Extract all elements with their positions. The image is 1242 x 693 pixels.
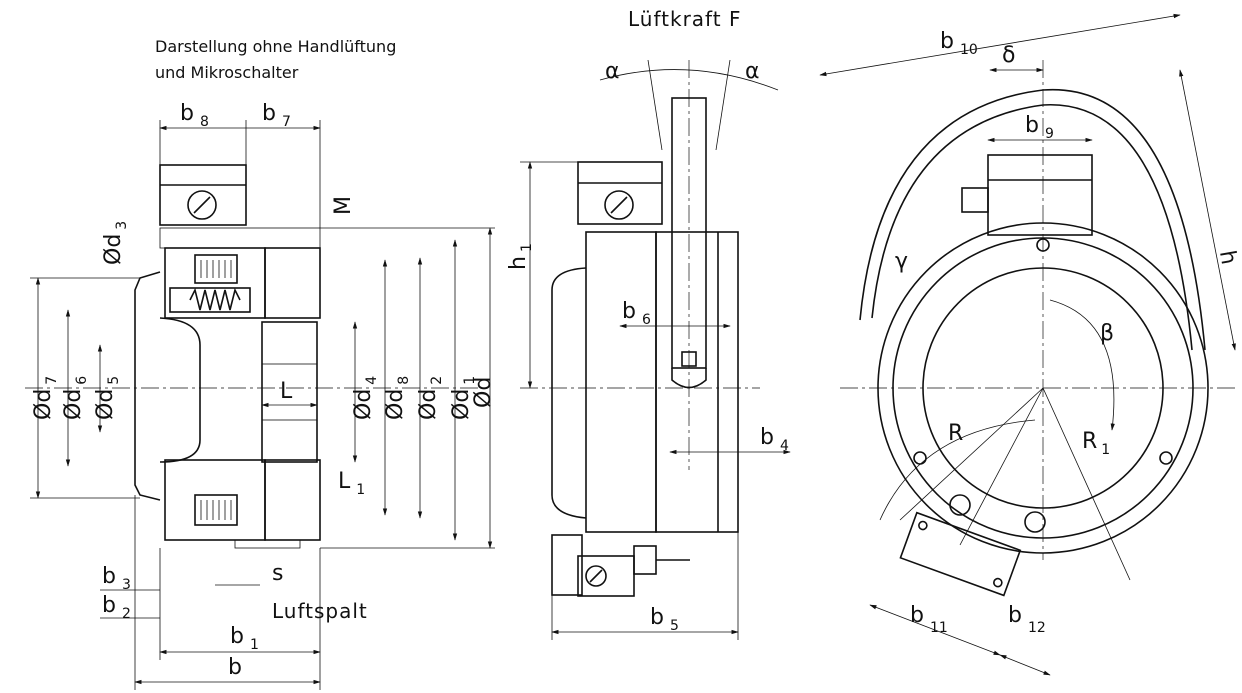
label-b: b (228, 655, 242, 680)
label-d5: Ød5 (93, 376, 122, 420)
side-switch (577, 555, 635, 597)
cable-gland (961, 187, 989, 213)
label-d7: Ød7 (31, 376, 60, 420)
terminal-box (159, 164, 247, 226)
earth-screw-icon (1024, 511, 1046, 533)
side-terminal-box (577, 161, 663, 225)
label-d6: Ød6 (61, 376, 90, 420)
front-view (840, 60, 1235, 597)
bolt-hole-left (913, 451, 927, 465)
label-d4: Ød4 (351, 376, 380, 420)
front-microswitch (899, 511, 1022, 597)
label-d8: Ød8 (383, 376, 412, 420)
note-line-2: und Mikroschalter (155, 63, 299, 82)
label-m: M (331, 196, 356, 215)
side-cover (551, 267, 587, 519)
bolt-hole-right (1159, 451, 1173, 465)
label-r: R (948, 421, 963, 446)
side-dimensions (520, 59, 791, 640)
section-dimensions (30, 120, 495, 690)
side-armature (655, 231, 739, 533)
side-terminal-screw-icon (604, 190, 634, 220)
front-dimensions (819, 13, 1236, 676)
label-gamma: γ (895, 249, 908, 274)
section-view (25, 164, 480, 549)
armature-top (264, 247, 321, 319)
label-delta: δ (1002, 43, 1015, 68)
coil-top (194, 254, 238, 284)
release-force-label: Lüftkraft F (628, 7, 741, 31)
label-d: Ød (471, 377, 496, 408)
label-s: s (272, 561, 283, 586)
note-line-1: Darstellung ohne Handlüftung (155, 37, 396, 56)
front-switch-screw-icon (949, 494, 971, 516)
terminal-screw-icon (187, 190, 217, 220)
label-alpha-right: α (745, 59, 760, 84)
label-beta: β (1100, 321, 1114, 346)
alpha-arc (599, 69, 779, 91)
side-switch-bracket (551, 534, 583, 596)
cover (134, 271, 161, 501)
notes: Darstellung ohne Handlüftung und Mikrosc… (155, 7, 741, 623)
label-l: L (280, 379, 293, 404)
spring (169, 287, 251, 313)
coil-bottom (194, 494, 238, 526)
label-d3: Ød3 (101, 221, 130, 265)
label-h1: h1 (506, 243, 535, 270)
label-alpha-left: α (605, 59, 620, 84)
label-d1: Ød1 (449, 376, 478, 420)
label-h: h (1214, 249, 1241, 267)
side-view (520, 60, 760, 597)
label-d2: Ød2 (416, 376, 445, 420)
side-switch-screw-icon (585, 565, 607, 587)
side-body (585, 231, 657, 533)
air-gap-label: Luftspalt (272, 599, 368, 623)
armature-bottom (264, 459, 321, 541)
magnet-housing-bottom (164, 459, 266, 541)
